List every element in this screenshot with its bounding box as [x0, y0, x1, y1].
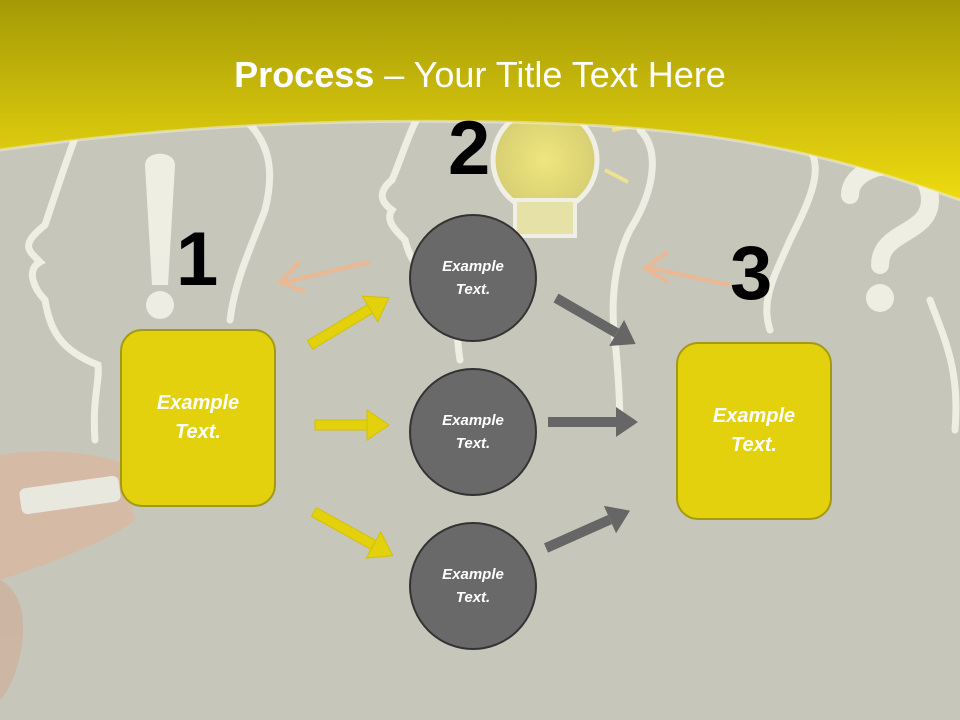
gray-arrows: [543, 293, 638, 553]
top-yellow-band: [0, 0, 960, 200]
yellow-arrows: [306, 295, 394, 559]
circle-2: Example Text.: [409, 368, 537, 496]
title-bold: Process: [234, 54, 375, 95]
step-number-2: 2: [448, 106, 491, 191]
exclamation-mark-icon: [145, 153, 175, 319]
step-3-box: Example Text.: [676, 342, 832, 520]
title-rest: – Your Title Text Here: [374, 54, 726, 95]
step-3-text: Example Text.: [712, 405, 796, 456]
step-number-1: 1: [176, 217, 219, 302]
circle-2-text: Example Text.: [442, 412, 504, 452]
circle-3: Example Text.: [409, 522, 537, 650]
slide-title: Process – Your Title Text Here: [0, 52, 960, 98]
step-1-box: Example Text.: [120, 329, 276, 507]
circle-1: Example Text.: [409, 214, 537, 342]
head-silhouettes: [25, 99, 960, 444]
circle-1-text: Example Text.: [442, 258, 504, 298]
faded-orange-arrows: [276, 250, 731, 294]
question-mark-icon: [841, 156, 940, 274]
step-number-3: 3: [730, 231, 773, 316]
hand-with-chalk-image: [0, 451, 135, 700]
step-1-text: Example Text.: [156, 392, 240, 443]
circle-3-text: Example Text.: [442, 566, 504, 606]
